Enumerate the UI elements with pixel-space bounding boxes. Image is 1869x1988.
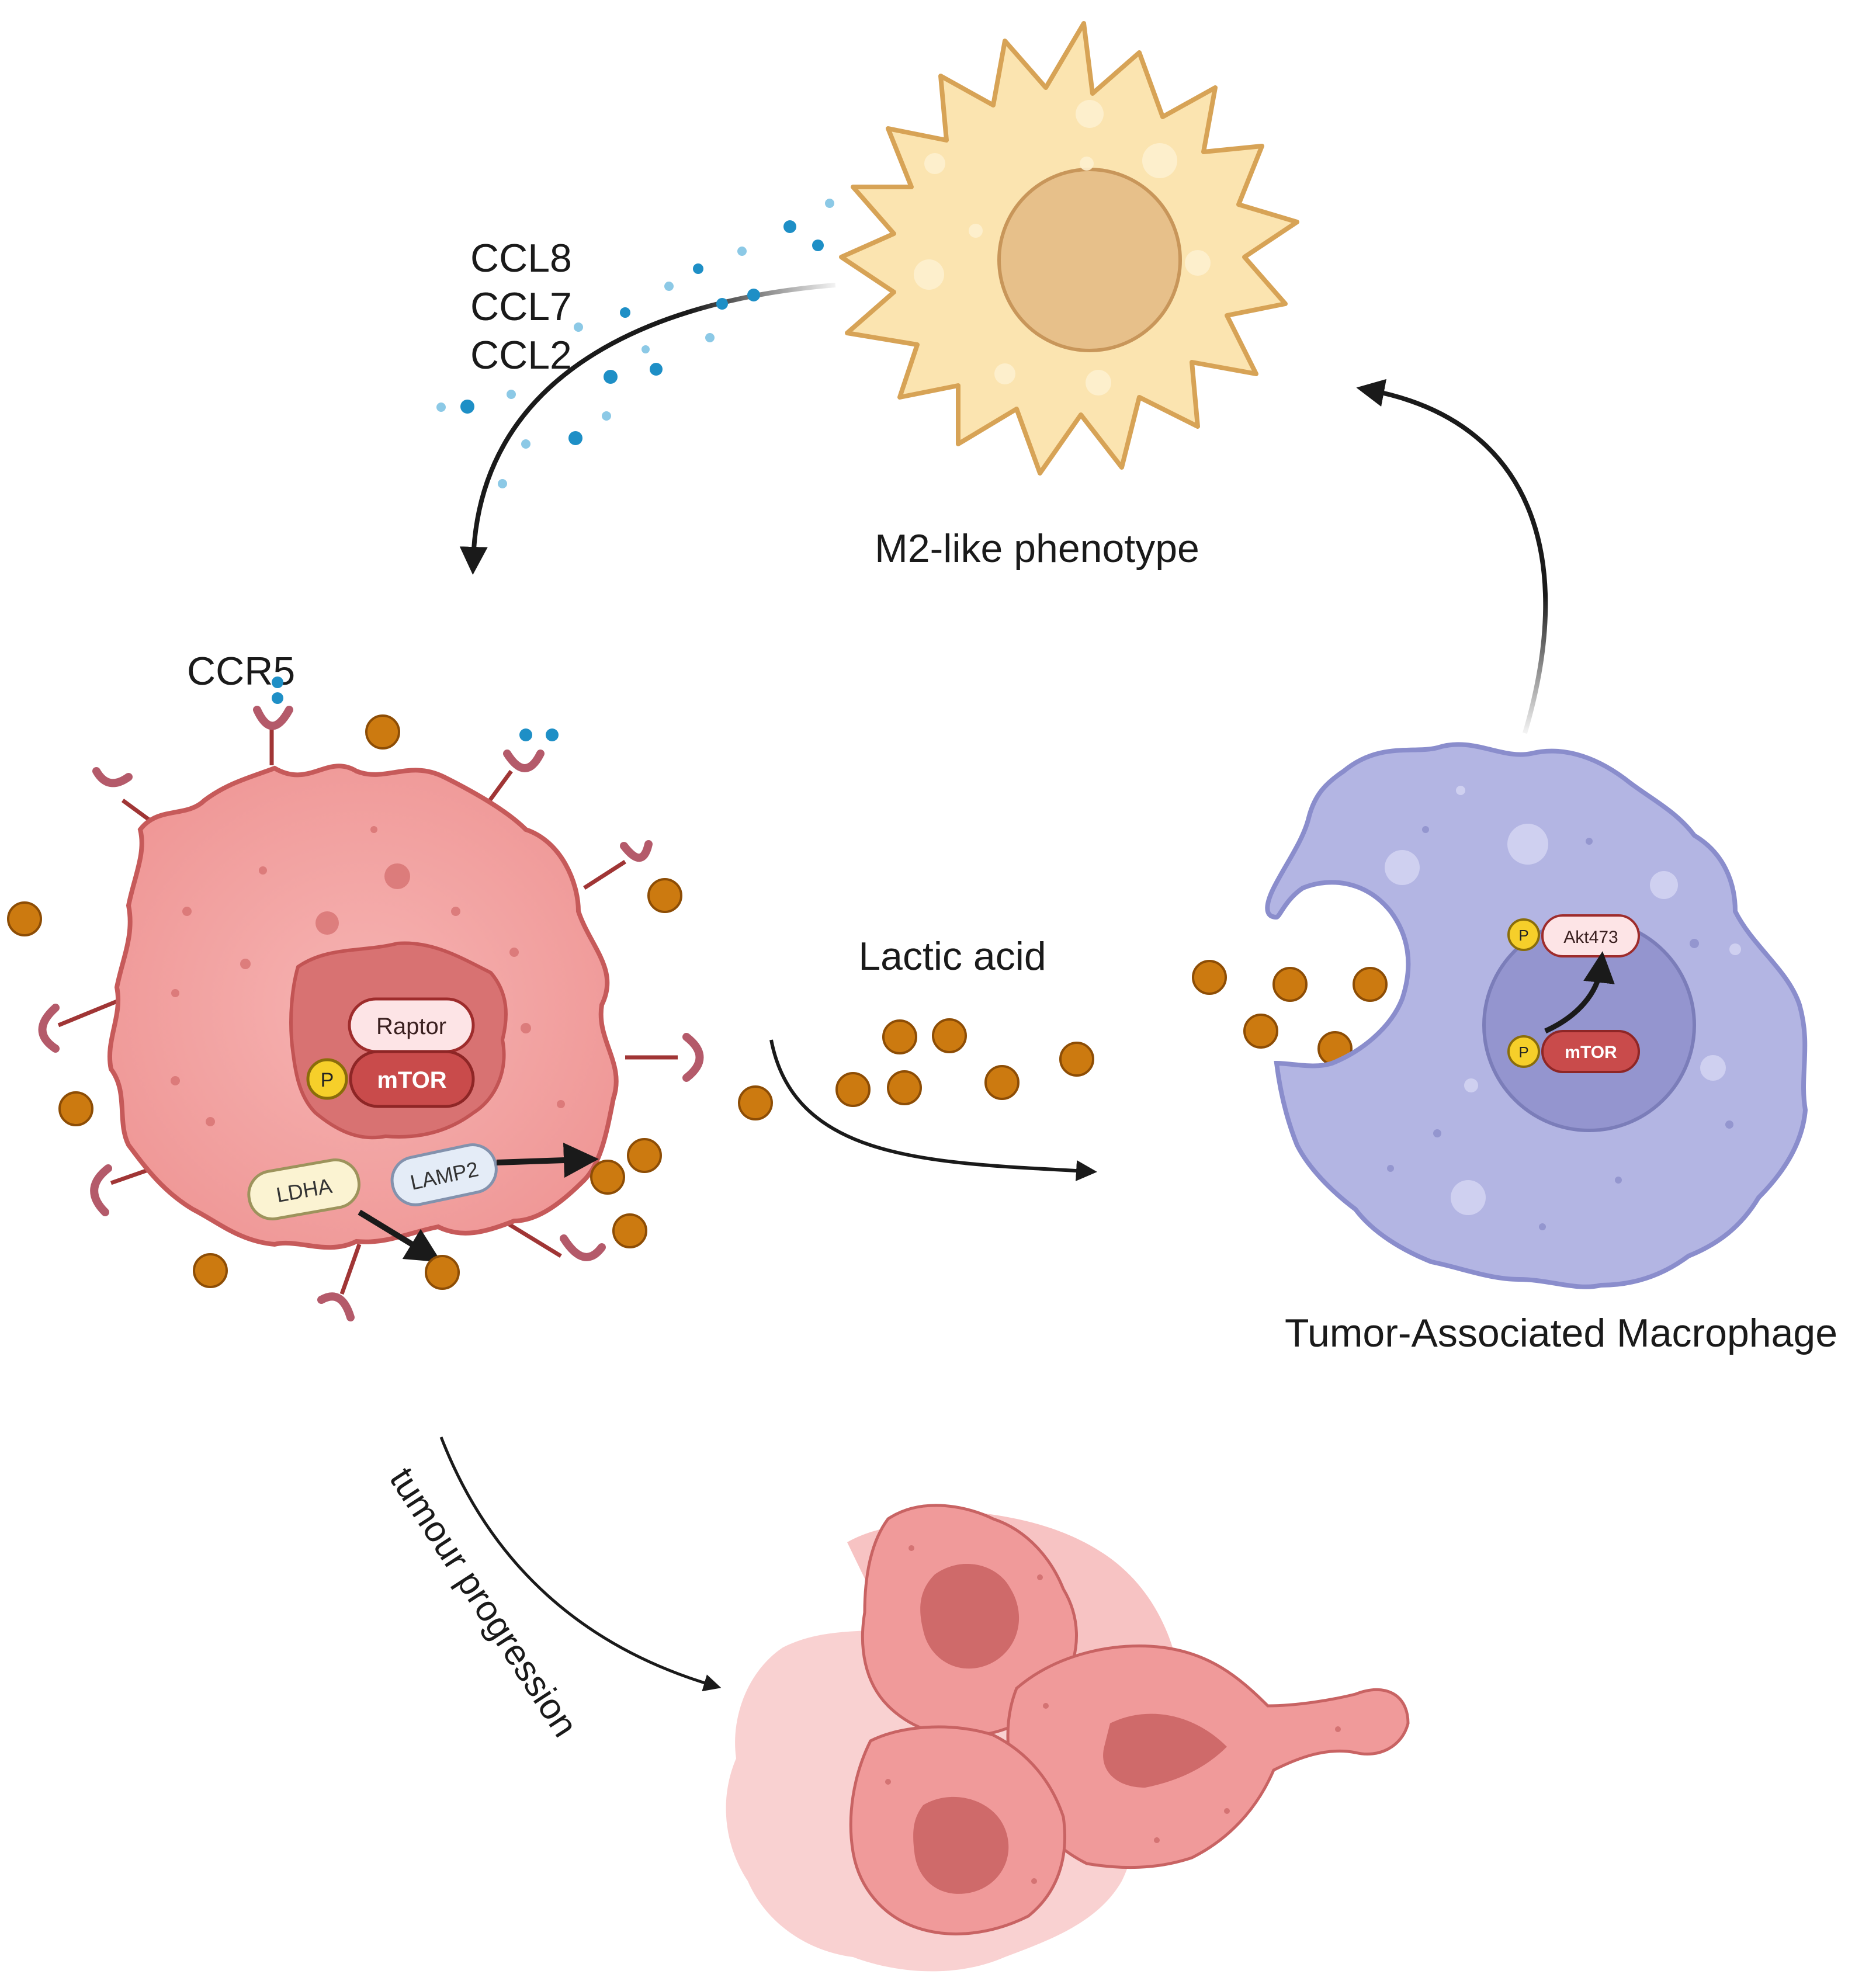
mtor-label: mTOR <box>377 1067 446 1093</box>
tumor-cell: Raptor mTOR P LDHA LAMP2 <box>38 706 704 1321</box>
phospho-label: P <box>321 1069 334 1091</box>
mtor-phospho-label: P <box>1518 1043 1528 1061</box>
chemokine-label-ccl8: CCL8 <box>470 236 572 280</box>
akt-phospho-label: P <box>1518 927 1528 944</box>
chemokine-particles <box>436 199 834 488</box>
tumour-progression-arrow <box>439 1437 722 1692</box>
lactate-arrow <box>769 1039 1097 1181</box>
tam-label: Tumor-Associated Macrophage <box>1285 1311 1837 1355</box>
bound-chemokines <box>272 676 559 741</box>
tumor-associated-macrophage: Akt473 P mTOR P <box>1265 742 1808 1289</box>
ccr5-receptors <box>57 724 678 1295</box>
lactate-particles <box>7 714 1388 1290</box>
tumour-cell-cluster <box>726 1504 1410 1972</box>
polarization-arrow <box>1356 379 1548 734</box>
m2-phenotype-label: M2-like phenotype <box>875 526 1199 571</box>
macrophage-mtor-label: mTOR <box>1565 1043 1617 1062</box>
akt473-label: Akt473 <box>1563 928 1618 947</box>
m2-like-cell <box>839 21 1299 476</box>
chemokine-arrow <box>459 283 836 575</box>
raptor-label: Raptor <box>376 1014 446 1039</box>
lactic-acid-label: Lactic acid <box>858 934 1046 979</box>
chemokine-label-ccl2: CCL2 <box>470 333 572 377</box>
chemokine-label-ccl7: CCL7 <box>470 285 572 329</box>
